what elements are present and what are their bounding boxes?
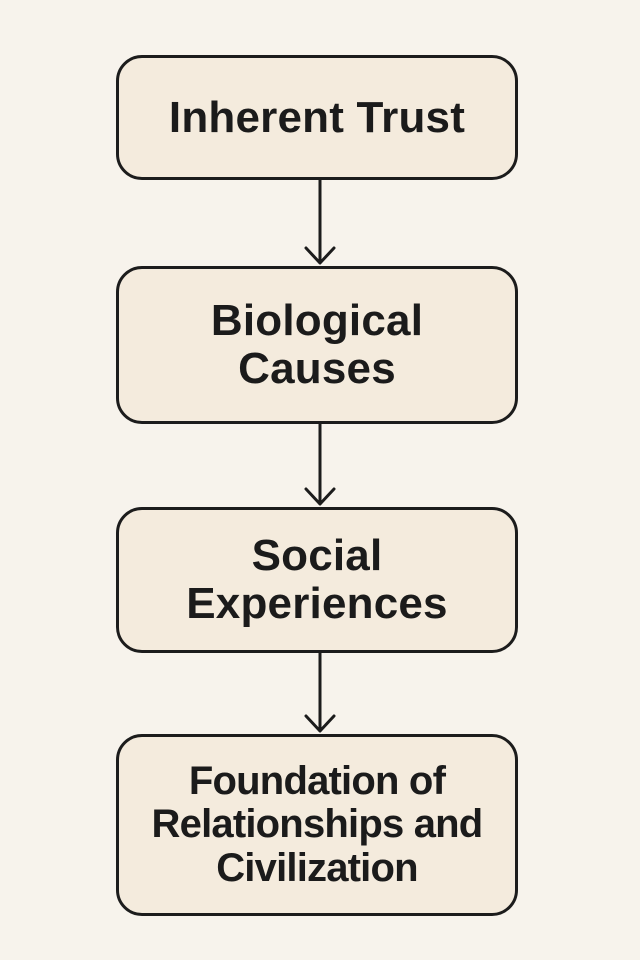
node-inherent-trust: Inherent Trust — [116, 55, 518, 180]
arrow-biological-causes-to-social-experiences — [304, 422, 336, 506]
node-label-biological-causes: Biological Causes — [201, 297, 433, 392]
node-label-foundation: Foundation of Relationships and Civiliza… — [142, 760, 493, 890]
node-biological-causes: Biological Causes — [116, 266, 518, 424]
node-label-line: Social — [251, 531, 383, 581]
node-label-inherent-trust: Inherent Trust — [159, 92, 475, 142]
node-label-line: Causes — [238, 344, 396, 393]
node-label-line: Experiences — [186, 579, 448, 628]
node-label-line: Civilization — [216, 845, 418, 890]
node-label-line: Inherent Trust — [168, 92, 466, 142]
arrow-inherent-trust-to-biological-causes — [304, 178, 336, 265]
node-label-social-experiences: Social Experiences — [176, 532, 457, 627]
node-foundation: Foundation of Relationships and Civiliza… — [116, 734, 518, 916]
node-label-line: Foundation of — [188, 759, 446, 804]
node-label-line: Biological — [210, 296, 424, 346]
node-social-experiences: Social Experiences — [116, 507, 518, 653]
node-label-line: Relationships and — [151, 802, 484, 847]
arrow-social-experiences-to-foundation — [304, 651, 336, 733]
